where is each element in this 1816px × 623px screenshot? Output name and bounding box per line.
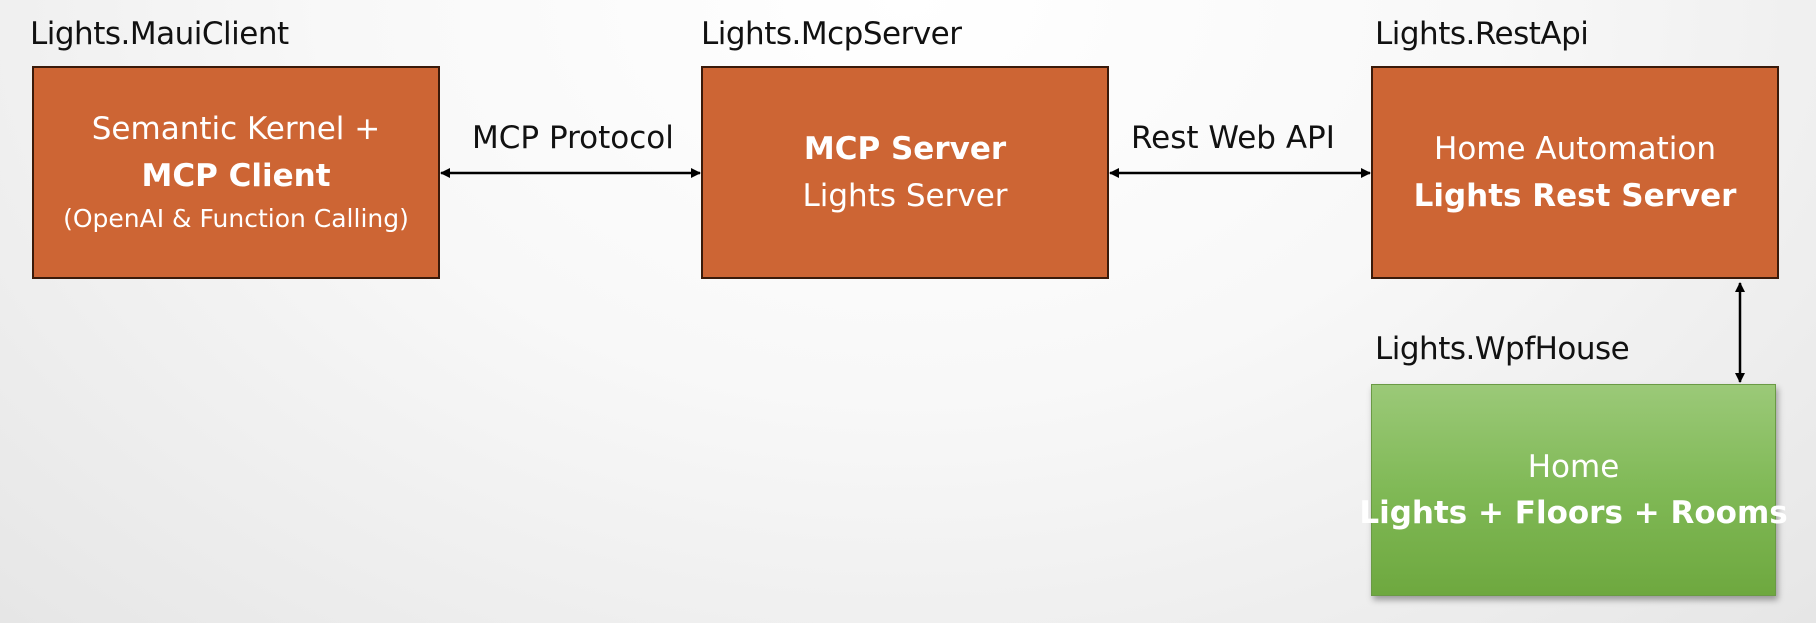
- wpf-house-label: Lights.WpfHouse: [1375, 331, 1630, 367]
- mcp-server-box: MCP Server Lights Server: [701, 66, 1109, 279]
- rest-api-line2: Lights Rest Server: [1413, 177, 1737, 214]
- mcp-protocol-label: MCP Protocol: [472, 120, 674, 156]
- wpf-house-box: Home Lights + Floors + Rooms: [1359, 384, 1788, 596]
- maui-client-line3: (OpenAI & Function Calling): [63, 204, 409, 233]
- rest-api-box: Home Automation Lights Rest Server: [1371, 66, 1779, 279]
- maui-client-box: Semantic Kernel + MCP Client (OpenAI & F…: [32, 66, 440, 279]
- wpf-house-line1: Home: [1527, 448, 1620, 485]
- mcp-server-line1: MCP Server: [803, 131, 1007, 167]
- rest-api-line1: Home Automation: [1434, 131, 1716, 167]
- maui-client-line2: MCP Client: [141, 157, 331, 194]
- wpf-house-line2: Lights + Floors + Rooms: [1359, 495, 1788, 531]
- maui-client-label: Lights.MauiClient: [30, 16, 289, 52]
- mcp-server-label: Lights.McpServer: [701, 16, 962, 52]
- rest-web-api-label: Rest Web API: [1131, 120, 1335, 156]
- maui-client-line1: Semantic Kernel +: [91, 111, 381, 147]
- mcp-server-line2: Lights Server: [802, 177, 1008, 214]
- rest-api-label: Lights.RestApi: [1375, 16, 1589, 52]
